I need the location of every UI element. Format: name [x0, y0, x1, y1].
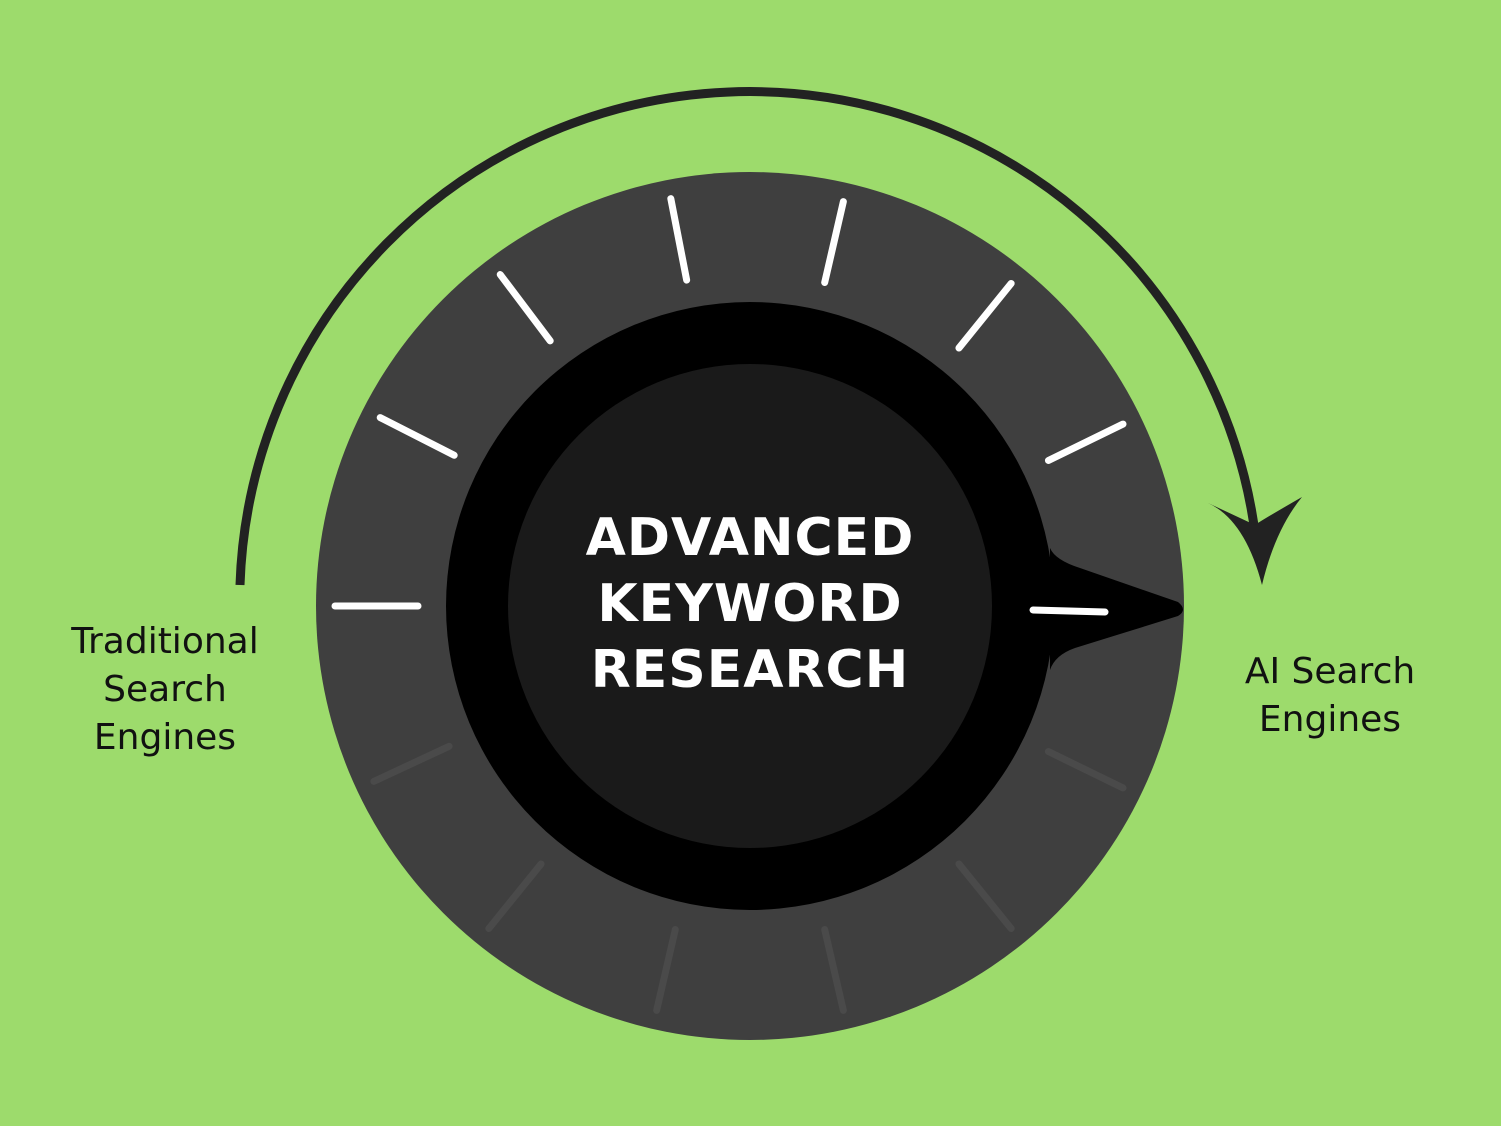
dial-tick-inactive [370, 742, 453, 785]
traditional-search-label: Traditional Search Engines [40, 618, 290, 762]
dial-tick-inactive [485, 860, 545, 933]
dial-tick-active [667, 195, 691, 284]
label-line: Engines [1258, 699, 1402, 740]
pointer-tick [1029, 606, 1109, 616]
dial-tick-active [821, 198, 847, 287]
arrowhead-icon [1208, 497, 1302, 585]
dial-tick-active [496, 271, 554, 345]
dial-tick-inactive [1044, 748, 1127, 792]
title-line: KEYWORD [597, 574, 903, 634]
dial-pointer [1050, 548, 1183, 670]
label-line: Engines [93, 717, 237, 758]
title-line: ADVANCED [585, 508, 915, 568]
curved-arrow [235, 87, 1261, 586]
ai-search-label: AI Search Engines [1215, 648, 1445, 744]
dial-tick-inactive [955, 860, 1015, 933]
dial-center [508, 364, 992, 848]
title-line: RESEARCH [590, 640, 910, 700]
dial-tick-active [376, 414, 458, 459]
dial-title: ADVANCED KEYWORD RESEARCH [500, 505, 1000, 703]
label-line: Traditional [71, 621, 259, 662]
label-line: AI Search [1244, 651, 1416, 692]
dial-tick-inactive [821, 925, 847, 1014]
dial-tick-active [955, 279, 1015, 352]
label-line: Search [103, 669, 227, 710]
dial-tick-active [1044, 420, 1127, 464]
dial-tick-inactive [653, 925, 679, 1014]
